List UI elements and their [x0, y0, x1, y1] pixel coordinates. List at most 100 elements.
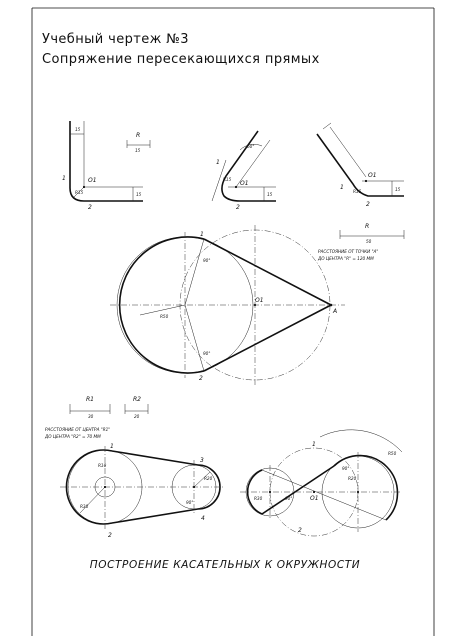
int-label-r3: R20: [348, 476, 357, 481]
int-tangent-2: [261, 469, 387, 521]
ext-label-r20: R20: [204, 476, 213, 481]
tangent-angle-top: 90°: [203, 258, 210, 263]
tangent-label-a: A: [332, 308, 337, 315]
int-label-r: R50: [388, 451, 397, 456]
caption-text: ПОСТРОЕНИЕ КАСАТЕЛЬНЫХ К ОКРУЖНОСТИ: [90, 559, 361, 571]
fig1-label-1: 1: [62, 175, 66, 182]
fig2-parallel-a: [235, 139, 271, 188]
int-tangent-1: [261, 465, 335, 515]
tangent-note-2: ДО ЦЕНТРА "R" = 120 ММ: [317, 256, 374, 261]
tangent-line-2: [203, 304, 332, 372]
int-center-o1: [312, 490, 316, 494]
tangent-label-2: 2: [199, 375, 203, 382]
ext-label-2: 2: [108, 532, 112, 539]
tangent-angle-bottom: 90°: [203, 351, 210, 356]
ext-tangent-top: [111, 450, 199, 466]
r2-key-value: 20: [134, 414, 140, 419]
ext-center-2: [192, 485, 196, 489]
fig3-dim-top: [322, 122, 332, 130]
tangent-key-value: 50: [366, 239, 372, 244]
fig2-angle-arc: [239, 144, 263, 151]
int-big-arc: [333, 454, 399, 521]
ext-big-arc: [65, 449, 113, 525]
two-circles-keys: R1 30 R2 20 РАССТОЯНИЕ ОТ ЦЕНТРА "R1" ДО…: [44, 396, 149, 439]
ext-label-1: 1: [110, 443, 114, 450]
tangent-circle-arc: [118, 236, 205, 374]
fig2-center: [234, 185, 238, 189]
tangent-key-label: R: [365, 223, 369, 230]
tangent-radius-1: [184, 238, 205, 306]
int-center-1: [268, 490, 272, 494]
tangent-label-1: 1: [200, 231, 204, 238]
tangent-label-o1: O1: [255, 297, 264, 304]
fig1-key-value: 15: [135, 148, 141, 153]
ext-tangent-bottom: [111, 508, 199, 524]
tangent-point-o1: [253, 303, 257, 307]
fig1-radius-line: [73, 186, 85, 198]
fig3-label-r: R15: [353, 189, 362, 194]
fig1-dim-side-text: 15: [136, 192, 142, 197]
figure-internal-tangents: 1 2 O1 R50 R30 R20 90° 90°: [240, 429, 403, 537]
tangent-label-r50: R50: [160, 314, 169, 319]
ext-label-3: 3: [200, 457, 204, 464]
r1-key-value: 30: [88, 414, 94, 419]
title-line2: Сопряжение пересекающихся прямых: [42, 52, 320, 67]
title-line1: Учебный чертеж №3: [42, 32, 189, 47]
ext-label-r10: R10: [98, 463, 107, 468]
figure-right-angle-fillet: 15 15 1 2 O1 R15 R 15: [62, 121, 151, 211]
r2-key-label: R2: [133, 396, 141, 403]
fig3-outline: [316, 133, 404, 197]
ext-small-arc: [197, 464, 221, 510]
fig1-label-2: 2: [88, 204, 92, 211]
fig2-dim-side-text: 15: [267, 192, 273, 197]
fig2-label-o1: O1: [240, 180, 249, 187]
ext-angle: 90°: [186, 500, 193, 505]
int-small-arc: [246, 469, 263, 515]
tangent-radius-label-line: [139, 304, 186, 316]
figure-obtuse-angle-fillet: 1 2 O1 R15 15: [316, 122, 404, 208]
ext-label-4: 4: [201, 515, 205, 522]
int-aux-arc: [319, 429, 403, 453]
int-label-2: 2: [298, 527, 302, 534]
fig3-label-o1: O1: [368, 172, 377, 179]
int-angle-1: 90°: [285, 496, 292, 501]
r1-key-label: R1: [86, 396, 94, 403]
int-label-o1: O1: [310, 495, 319, 502]
fig2-angle: 60°: [247, 144, 254, 149]
fig2-label-1: 1: [216, 159, 220, 166]
fig3-parallel-a: [329, 126, 367, 178]
int-label-1: 1: [312, 441, 316, 448]
int-label-r2: R30: [254, 496, 263, 501]
ext-r20-line: [193, 471, 211, 488]
fig2-label-2: 2: [236, 204, 240, 211]
ext-r30-line: [79, 486, 106, 514]
fig2-ext: [211, 159, 227, 202]
fig1-key-label: R: [136, 132, 140, 139]
fig2-outline: [221, 130, 276, 202]
fig1-label-o1: O1: [88, 177, 97, 184]
tangent-point-a: [329, 303, 333, 307]
figure-acute-angle-fillet: 60° 1 2 O1 R15 15: [211, 130, 276, 211]
fig3-label-2: 2: [366, 201, 370, 208]
tangent-note-1: РАССТОЯНИЕ ОТ ТОЧКИ "А": [318, 249, 378, 254]
int-center-2: [356, 490, 360, 494]
figure-external-tangents: 1 2 3 4 R30 R20 R10 90°: [60, 443, 225, 539]
tangent-radius-2: [184, 304, 205, 372]
fig3-dim-side-text: 15: [395, 187, 401, 192]
fig3-label-1: 1: [340, 184, 344, 191]
fig1-outline: [69, 121, 143, 202]
figure-tangent-point-circle: 1 2 O1 A R50 90° 90° R 50 РАССТОЯНИЕ ОТ …: [110, 223, 405, 385]
fig1-center: [82, 185, 86, 189]
two-circles-note-2: ДО ЦЕНТРА "R2" = 70 ММ: [44, 434, 101, 439]
fig2-label-r: R15: [223, 177, 232, 182]
fig1-dim-top-text: 15: [75, 127, 81, 132]
ext-center-1: [103, 485, 107, 489]
two-circles-note-1: РАССТОЯНИЕ ОТ ЦЕНТРА "R1": [45, 427, 110, 432]
int-angle-2: 90°: [342, 466, 349, 471]
fig3-center: [364, 179, 368, 183]
ext-label-r30: R30: [80, 504, 89, 509]
fig1-label-r: R15: [75, 190, 84, 195]
